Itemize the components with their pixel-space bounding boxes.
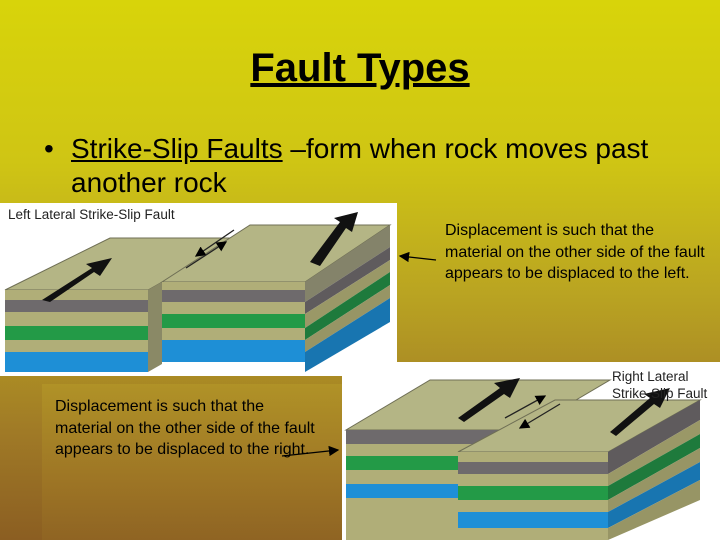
right-lateral-block-diagram (344, 378, 702, 540)
bullet-definition: –form when rock moves past another rock (71, 133, 649, 198)
bullet-text: Strike-Slip Faults –form when rock moves… (71, 132, 691, 200)
pointer-arrow-bottom (281, 445, 340, 457)
slide-title: Fault Types (250, 46, 470, 90)
left-block-motion-arrow (42, 258, 112, 302)
right-displacement-caption: Displacement is such that the material o… (55, 398, 315, 458)
right-block-motion-arrow (310, 212, 358, 266)
left-displacement-caption: Displacement is such that the material o… (445, 222, 705, 282)
bullet-term: Strike-Slip Faults (71, 133, 283, 164)
right-lateral-label-line1: Right Lateral (612, 369, 689, 384)
front-block-motion-arrow (610, 388, 670, 436)
back-block-motion-arrow (458, 378, 520, 422)
left-lateral-label: Left Lateral Strike-Slip Fault (8, 207, 175, 222)
left-lateral-block-diagram (4, 212, 392, 372)
right-lateral-label-line2: Strike-Slip Fault (612, 386, 708, 401)
bullet-marker: • (44, 133, 54, 164)
caption-panel (42, 384, 342, 540)
pointer-arrow-top (398, 251, 437, 263)
